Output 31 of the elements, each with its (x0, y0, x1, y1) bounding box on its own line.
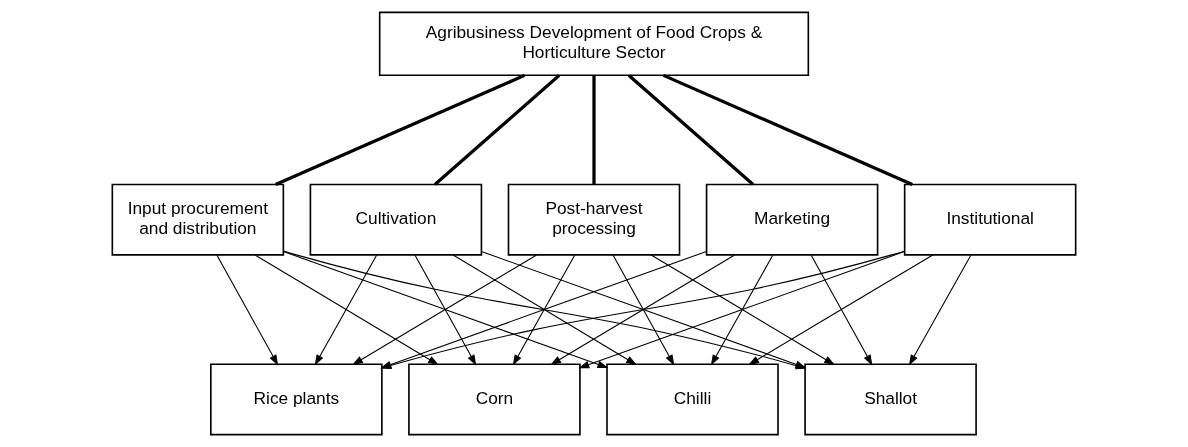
node-box: Shallot (804, 363, 977, 436)
connector (592, 75, 596, 185)
arrow (550, 254, 736, 366)
arrow (710, 254, 774, 366)
arrow (452, 254, 637, 366)
node-box: Institutional (903, 183, 1077, 256)
arrow (908, 254, 972, 366)
arrow (380, 250, 707, 369)
arrow (352, 254, 538, 366)
node-box: Corn (408, 363, 581, 436)
arrow (282, 250, 609, 369)
arrow (512, 254, 576, 366)
node-box: Input procurement and distribution (111, 183, 285, 256)
node-box: Chilli (606, 363, 779, 436)
connector (627, 74, 755, 186)
node-box: Rice plants (210, 363, 383, 436)
arrow (216, 254, 279, 366)
arrow (810, 254, 873, 366)
connector (433, 74, 561, 186)
arrow (414, 254, 477, 366)
arrow (254, 254, 439, 366)
node-box: Cultivation (309, 183, 483, 256)
arrow (314, 254, 378, 366)
connector (275, 73, 526, 186)
arrow (748, 254, 934, 366)
connector (662, 73, 913, 186)
node-box: Agribusiness Development of Food Crops & Horticulture Sector (378, 11, 810, 76)
arrow (650, 254, 835, 366)
node-box: Marketing (705, 183, 879, 256)
arrow (612, 254, 675, 366)
node-box: Post-harvest processing (507, 183, 681, 256)
